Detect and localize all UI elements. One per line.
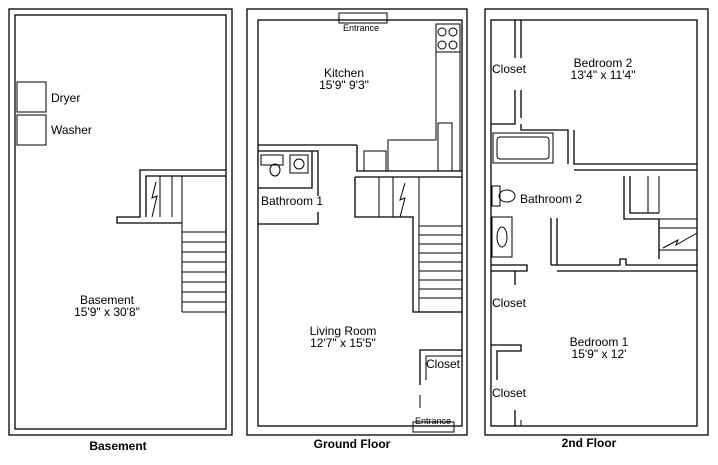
stove [435, 23, 461, 53]
bedroom1-name: Bedroom 1 [570, 335, 629, 349]
living-room-name: Living Room [310, 324, 377, 338]
ground-floor-caption: Ground Floor [314, 437, 391, 451]
basement-plan: Dryer Washer Basement 15'9" x 30'8" Base… [8, 8, 233, 453]
bathroom1-fixtures [260, 154, 309, 177]
toilet [491, 185, 501, 207]
bathroom2-label: Bathroom 2 [520, 192, 582, 206]
kitchen-sink [363, 150, 387, 172]
closet-bottom-label: Closet [492, 386, 527, 400]
entrance-top-label: Entrance [343, 23, 379, 33]
living-room-dims: 12'7" x 15'5" [310, 336, 376, 350]
basement-inner-wall [14, 14, 227, 430]
second-floor-caption: 2nd Floor [562, 436, 617, 450]
dryer-box [16, 81, 47, 113]
entrance-top-door [338, 12, 388, 24]
basement-caption: Basement [89, 439, 146, 453]
kitchen-counter [387, 52, 437, 171]
closet-top-label: Closet [492, 62, 527, 76]
closet-mid-label: Closet [492, 296, 527, 310]
kitchen-name: Kitchen [324, 66, 364, 80]
entrance-bottom-label: Entrance [415, 416, 451, 426]
basement-outer-wall [8, 8, 233, 436]
basement-stairs [151, 176, 226, 313]
ground-stair-wall [354, 177, 462, 313]
entrance-bottom-door [412, 421, 455, 433]
ground-closet-wall [419, 349, 462, 385]
ground-stairs [378, 177, 462, 312]
bedroom2-name: Bedroom 2 [574, 56, 633, 70]
ground-floor-plan: Entrance Entrance Bathroom 1 [246, 8, 468, 451]
bathroom1-label: Bathroom 1 [261, 194, 323, 208]
basement-room-dims: 15'9" x 30'8" [74, 305, 140, 319]
ground-inner-wall [257, 19, 463, 427]
bathroom2-sink [491, 216, 513, 258]
basement-room-name: Basement [80, 293, 135, 307]
second-inner-wall [490, 19, 698, 427]
second-stair-wall [623, 176, 660, 259]
second-floor-plan: Bathroom 2 Closet Bedroom 2 13'4" x 11'4… [484, 8, 709, 450]
dryer-label: Dryer [51, 91, 80, 105]
bathtub [492, 132, 554, 164]
washer-label: Washer [51, 123, 92, 137]
ground-closet-label: Closet [426, 357, 461, 371]
ground-outer-wall [246, 8, 468, 436]
kitchen-dims: 15'9" 9'3" [319, 78, 369, 92]
second-outer-wall [484, 8, 709, 436]
bedroom2-dims: 13'4" x 11'4" [571, 68, 636, 82]
fridge [437, 122, 453, 172]
basement-stair-wall [116, 169, 226, 224]
bedroom1-dims: 15'9" x 12' [572, 347, 627, 361]
washer-box [16, 114, 47, 146]
second-stairs [647, 176, 698, 251]
